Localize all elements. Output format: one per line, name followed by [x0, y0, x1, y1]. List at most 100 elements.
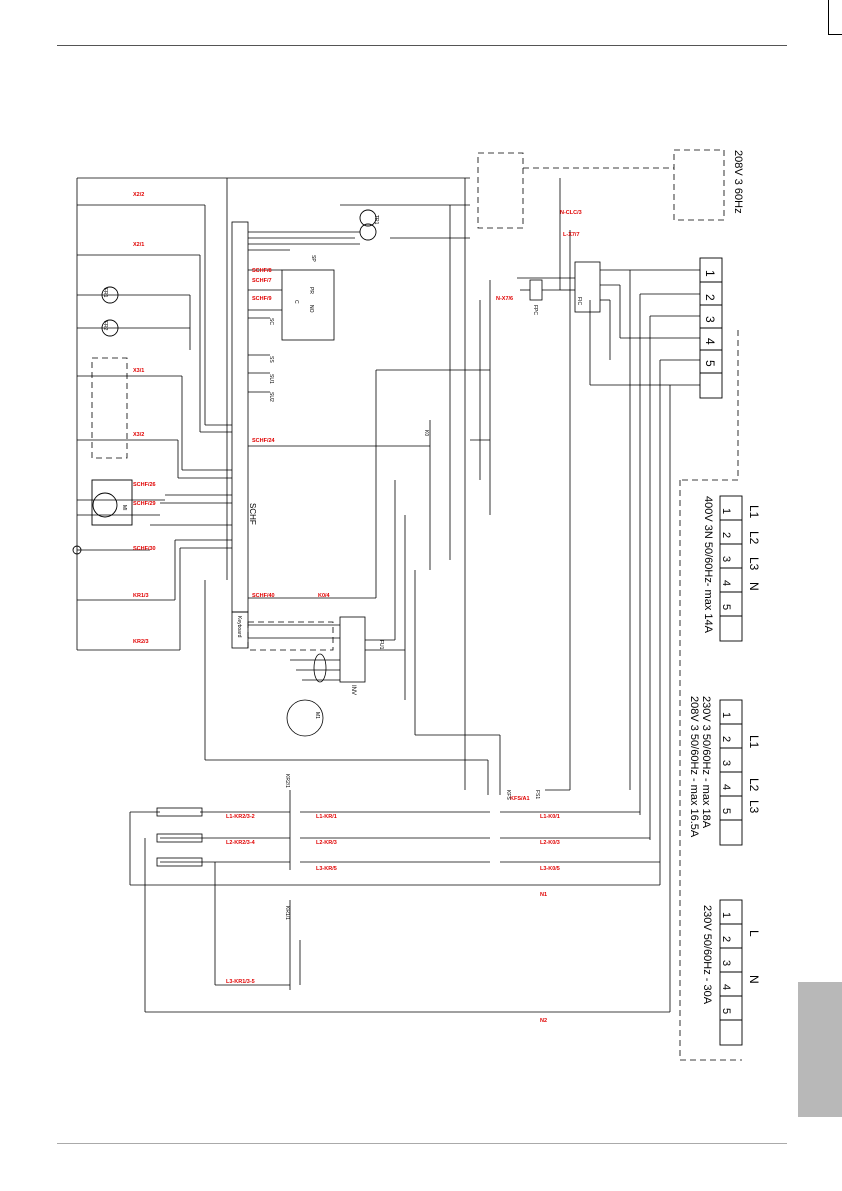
header-rule: [57, 45, 787, 46]
component-label: SS: [268, 356, 274, 363]
main-terminal-number: 1: [703, 270, 717, 277]
component-label: PR: [308, 287, 314, 294]
supply-phase-label: L1: [747, 735, 761, 749]
supply-phase-label: N: [747, 582, 761, 591]
supply-terminal-number: 5: [720, 808, 732, 814]
component-label: TR1: [373, 215, 379, 225]
supply-phase-label: N: [747, 975, 761, 984]
component-label: SCHF: [248, 503, 257, 525]
crop-mark-horizontal: [828, 34, 842, 35]
component-label: FR2: [102, 321, 108, 331]
component-label: FU1: [378, 640, 384, 650]
wire-reference-label: SCHF/9: [252, 296, 272, 302]
component-label: SC: [268, 318, 274, 325]
component-label: M1: [314, 712, 320, 719]
wire-reference-label: SCHF/26: [133, 482, 156, 488]
wire-reference-label: X3/2: [133, 432, 144, 438]
component-label: Keyboard: [236, 616, 242, 638]
wire-reference-label: L1-KR2/3-2: [226, 814, 255, 820]
supply-phase-label: L3: [747, 557, 761, 571]
component-label: FIC: [576, 297, 582, 305]
component-label: NO: [308, 305, 314, 313]
section-tab: [798, 982, 842, 1117]
supply-terminal-number: 4: [720, 784, 732, 790]
wire-reference-label: X2/2: [133, 192, 144, 198]
supply-rating-label: 208V 3 60Hz: [732, 150, 744, 214]
wire-reference-label: SCHF/29: [133, 501, 156, 507]
supply-terminal-number: 4: [720, 580, 732, 586]
wire-reference-label: K0/4: [318, 593, 331, 599]
supply-phase-label: L2: [747, 531, 761, 545]
main-terminal-number: 2: [703, 294, 717, 301]
supply-rating-label: 400V 3N 50/60Hz- max 14A: [702, 496, 714, 634]
wire-reference-label: N-CLC/3: [560, 210, 582, 216]
supply-rating-label: 230V 50/60Hz - 30A: [701, 905, 713, 1005]
main-terminal-number: 4: [703, 338, 717, 345]
supply-terminal-number: 4: [720, 984, 732, 990]
component-label: SU2: [268, 392, 274, 402]
main-terminal-labels: 1 2 3 4 5: [703, 270, 717, 367]
wire-reference-label: X2/1: [133, 242, 144, 248]
supply-terminal-number: 3: [720, 556, 732, 562]
supply-terminal-number: 2: [720, 532, 732, 538]
component-label: K0: [423, 430, 429, 436]
wire-reference-label: L2-KR/3: [316, 840, 337, 846]
supply-phase-label: L1: [747, 505, 761, 519]
wire-reference-label: L3-KR/5: [316, 866, 337, 872]
crop-mark-vertical: [828, 0, 829, 34]
supply-phase-label: L: [747, 930, 761, 937]
wire-reference-label: L3-KR1/3-5: [226, 979, 255, 985]
wire-reference-label: L2-K0/3: [540, 840, 560, 846]
wire-reference-label: L-X7/7: [563, 232, 580, 238]
wire-reference-label: KFS/A1: [510, 796, 530, 802]
wire-reference-label: L2-KR2/3-4: [226, 840, 256, 846]
component-label: C: [293, 300, 299, 304]
supply-terminal-number: 1: [720, 712, 732, 718]
component-label: KFS: [505, 790, 511, 800]
component-label: FR1: [102, 288, 108, 298]
supply-terminal-number: 3: [720, 760, 732, 766]
supply-rating-label: 208V 3 50/60Hz - max 16.5A: [688, 696, 700, 838]
supply-phase-label: L2: [747, 778, 761, 792]
supply-terminal-number: 3: [720, 960, 732, 966]
component-label: KR2/1: [284, 774, 290, 788]
component-label: MI: [121, 505, 127, 511]
supply-terminal-number: 2: [720, 936, 732, 942]
supply-terminal-number: 1: [720, 912, 732, 918]
wire-reference-label: N-X7/6: [496, 296, 513, 302]
terminal-blocks: [72, 209, 743, 1046]
wire-reference-label: N2: [540, 1018, 547, 1024]
supply-terminal-number: 2: [720, 736, 732, 742]
wire-reference-label: X3/1: [133, 368, 144, 374]
wire-reference-label: KR1/3: [133, 593, 149, 599]
wire-reference-label: N1: [540, 892, 547, 898]
wire-reference-label: L1-KR/1: [316, 814, 337, 820]
supply-terminal-number: 1: [720, 508, 732, 514]
wire-reference-label: SCHF/7: [252, 278, 272, 284]
supply-terminal-number: 5: [720, 604, 732, 610]
supply-phase-label: L3: [747, 800, 761, 814]
wire-reference-label: SCHF/30: [133, 546, 156, 552]
component-label: FPC: [532, 305, 538, 315]
component-label: KR1/1: [284, 906, 290, 920]
wire-reference-label: SCHF/40: [252, 593, 275, 599]
wire-reference-label: L3-K0/5: [540, 866, 560, 872]
wire-reference-label: SCHF/24: [252, 438, 276, 444]
component-label: FS1: [534, 790, 540, 799]
wire-reference-label: KR2/3: [133, 639, 149, 645]
supply-terminal-number: 5: [720, 1008, 732, 1014]
component-label: INV: [350, 685, 356, 695]
wires: [76, 177, 700, 1013]
component-label: SP: [310, 255, 316, 262]
component-label: SU1: [268, 374, 274, 384]
main-terminal-number: 5: [703, 360, 717, 367]
footer-rule: [57, 1143, 787, 1144]
main-terminal-number: 3: [703, 316, 717, 323]
red-labels: X2/2X2/1X3/1X3/2SCHF/26SCHF/29SCHF/30KR1…: [133, 192, 582, 1024]
wire-reference-label: SCHF/8: [252, 268, 272, 274]
dashed-lines: [91, 149, 742, 1061]
